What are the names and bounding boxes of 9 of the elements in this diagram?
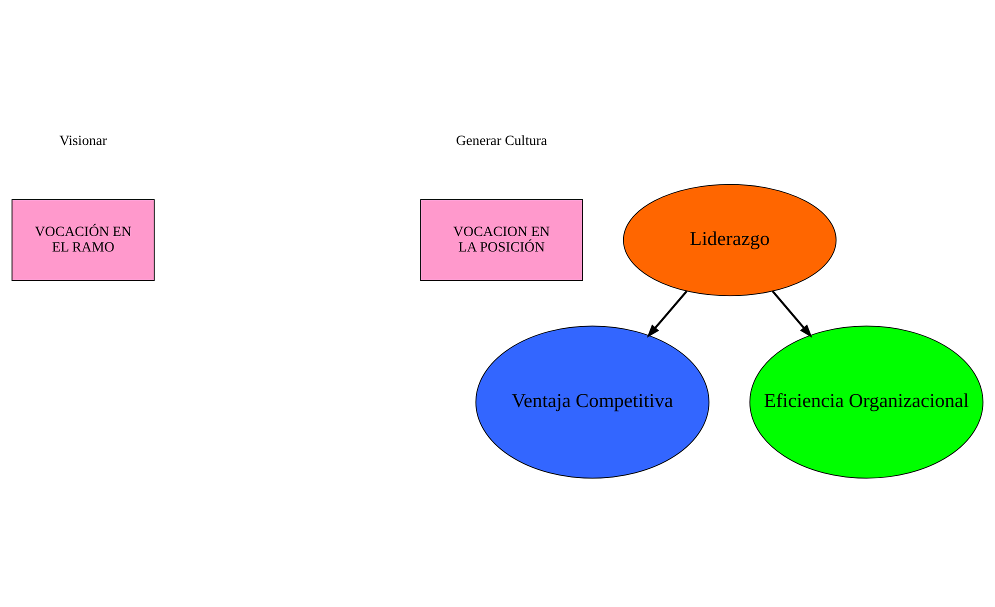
node-box: VOCACIÓN EN EL RAMO	[12, 199, 155, 282]
label: Generar Cultura	[456, 133, 548, 150]
arrow	[646, 290, 688, 338]
node-ellipse: Liderazgo	[622, 184, 837, 296]
node-ellipse: Eficiencia Organizacional	[749, 326, 984, 479]
label: Visionar	[59, 133, 107, 150]
node-ellipse: Ventaja Competitiva	[475, 326, 710, 479]
arrow	[772, 290, 812, 338]
node-box: VOCACION EN LA POSICIÓN	[420, 199, 583, 282]
